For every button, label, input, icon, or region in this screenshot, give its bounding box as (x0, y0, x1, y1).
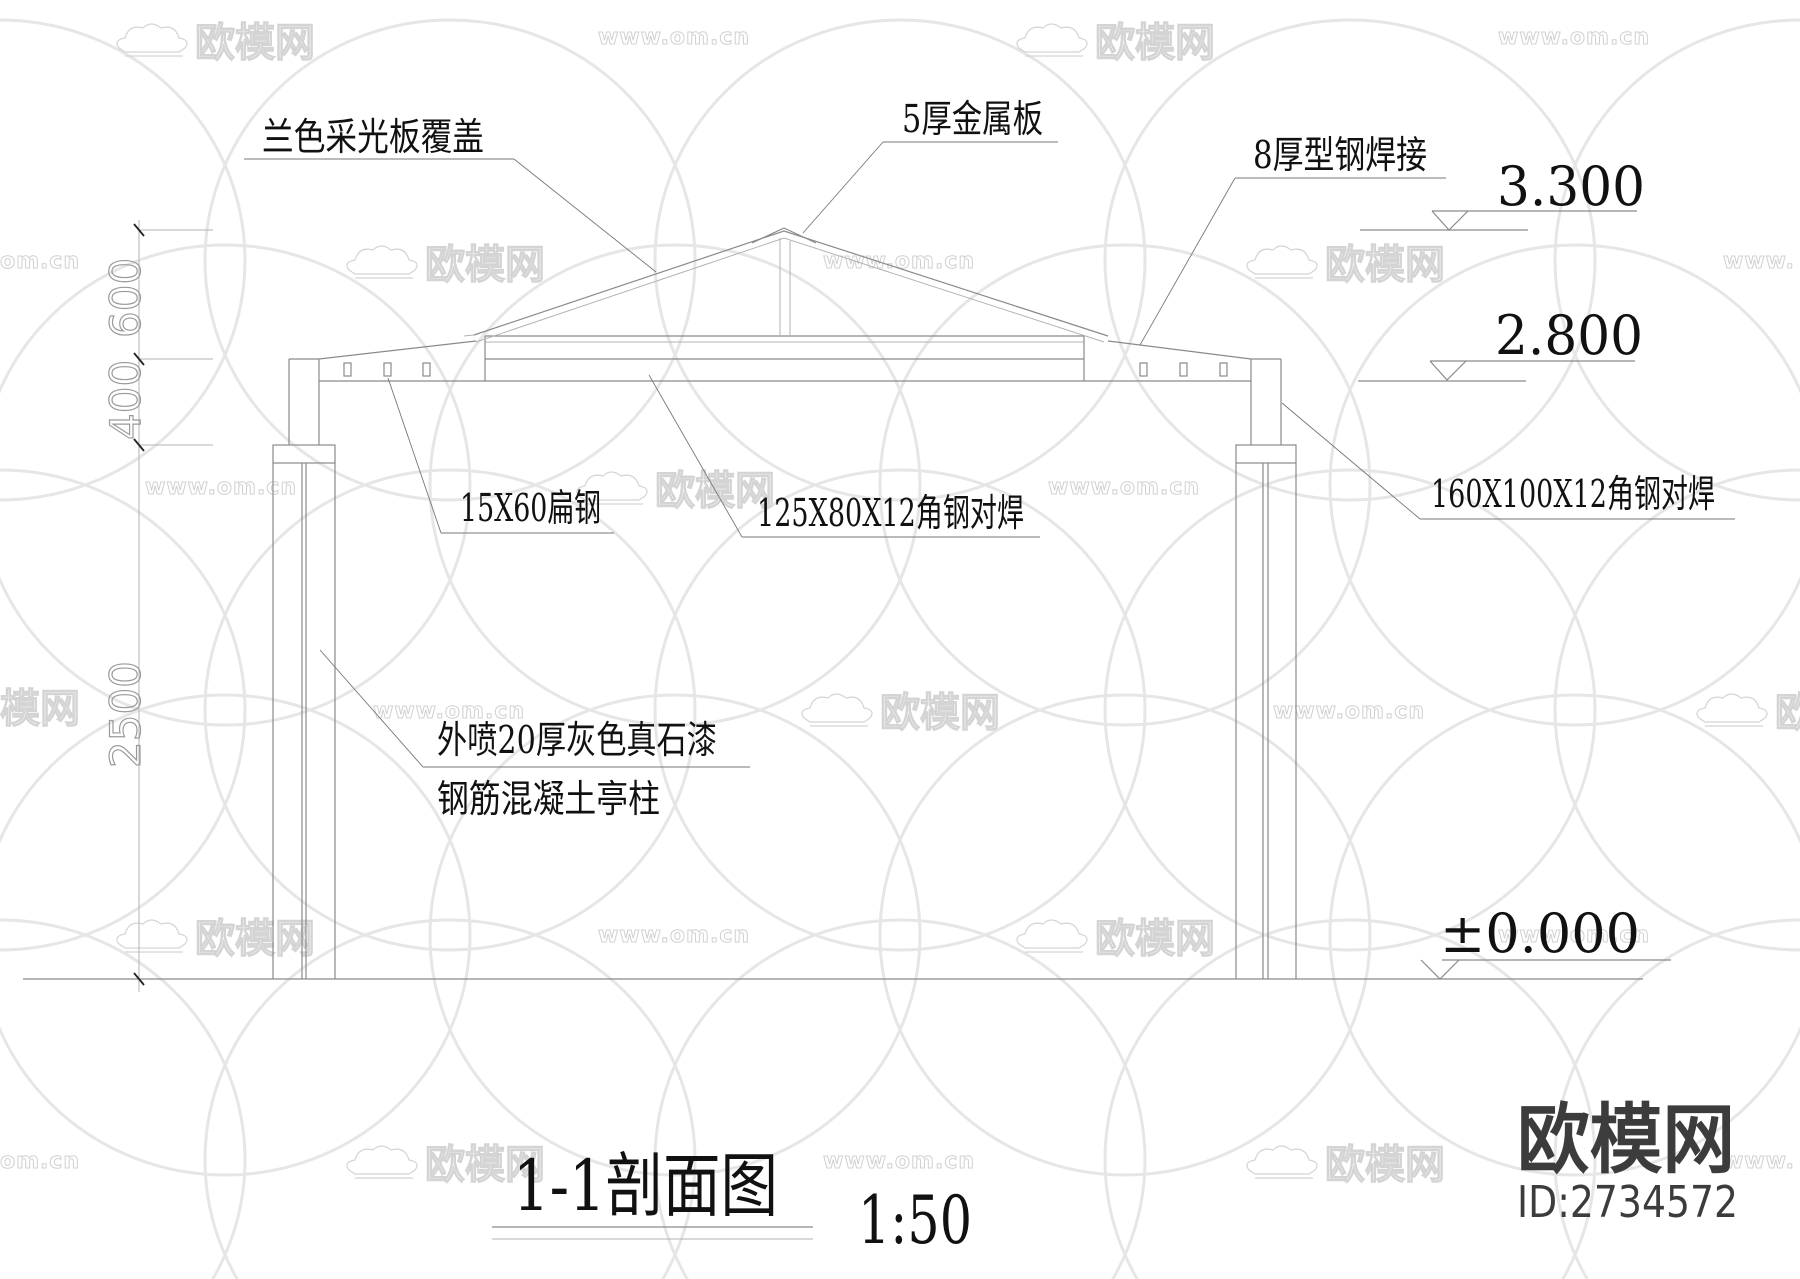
sofa-icon (116, 23, 188, 57)
watermark-logo: 欧模网 (1696, 689, 1800, 737)
label-column-finish: 外喷20厚灰色真石漆 (437, 718, 717, 762)
watermark-logo: 欧模网 (346, 241, 546, 289)
sofa-icon (1246, 1145, 1318, 1179)
annotation-leaders (244, 141, 1735, 768)
svg-text:±0.000: ±0.000 (1440, 902, 1640, 965)
svg-text:欧模网: 欧模网 (880, 690, 1000, 736)
watermark-url: om.cn (0, 249, 80, 274)
watermark-url: www.om.cn (1498, 923, 1650, 948)
left-column (272, 358, 336, 979)
watermark-logo: 欧模网 (1016, 19, 1216, 67)
svg-text:欧模网: 欧模网 (1095, 20, 1215, 66)
watermark-url: www.om.cn (598, 923, 750, 948)
svg-text:欧模网: 欧模网 (425, 242, 545, 288)
drawing-title-block: 1-1剖面图 1:50 (492, 1145, 972, 1259)
watermark-logo: 欧模网 (116, 915, 316, 963)
watermark-url: www.om.cn (598, 25, 750, 50)
watermark-logo: 欧模网 (801, 689, 1001, 737)
sofa-icon (1016, 23, 1088, 57)
elevation-eave: 2.800 (1358, 304, 1643, 382)
steel-beam (318, 335, 1252, 382)
watermark-layer: 欧模网 www.om.cn 欧模网 www.om.cn om.cn 欧模网 ww… (0, 19, 1800, 1189)
sofa-icon (1016, 919, 1088, 953)
drawing-title: 1-1剖面图 (513, 1145, 778, 1227)
dimension-chain: 600 400 2500 (100, 220, 213, 992)
sofa-icon (801, 693, 873, 727)
label-roof-cover: 兰色采光板覆盖 (262, 115, 484, 159)
stamp-id: ID:2734572 (1517, 1177, 1738, 1228)
svg-text:欧模网: 欧模网 (195, 20, 315, 66)
watermark-url: www.om.cn (373, 699, 525, 724)
watermark-url: www.om.cn (1048, 475, 1200, 500)
label-steel-weld: 8厚型钢焊接 (1253, 133, 1427, 177)
gable-roof (463, 227, 1109, 343)
dimension-roof-height: 600 (101, 258, 150, 338)
watermark-url: www.om.cn (823, 1149, 975, 1174)
watermark-logo: 欧模网 (1246, 241, 1446, 289)
elevation-markers: 3.300 2.800 ±0.000 (1358, 155, 1671, 980)
svg-text:2.800: 2.800 (1495, 304, 1643, 367)
svg-text:欧模网: 欧模网 (1775, 690, 1800, 736)
watermark-url: www.om.cn (145, 475, 297, 500)
watermark-logo: 欧模网 (346, 1141, 546, 1189)
svg-text:欧模网: 欧模网 (1325, 242, 1445, 288)
svg-text:欧模网: 欧模网 (655, 468, 775, 514)
dimension-column-height: 2500 (101, 661, 150, 768)
watermark-brand: 模网 (0, 686, 80, 732)
svg-text:3.300: 3.300 (1497, 155, 1645, 218)
svg-text:欧模网: 欧模网 (425, 1142, 545, 1188)
label-column-material: 钢筋混凝土亭柱 (437, 777, 660, 821)
svg-text:欧模网: 欧模网 (1095, 916, 1215, 962)
watermark-url: www. (1723, 1149, 1795, 1174)
sofa-icon (1246, 245, 1318, 279)
watermark-url: www. (1723, 249, 1795, 274)
label-flat-steel: 15X60扁钢 (460, 486, 601, 530)
dimension-beam-height: 400 (101, 360, 150, 440)
label-angle-steel-beam: 125X80X12角钢对焊 (757, 491, 1024, 535)
elevation-top: 3.300 (1360, 155, 1645, 231)
right-column (1235, 358, 1297, 979)
annotation-labels: 兰色采光板覆盖 5厚金属板 8厚型钢焊接 15X60扁钢 125X80X12角钢… (262, 97, 1715, 821)
watermark-url: www.om.cn (823, 249, 975, 274)
label-angle-steel-column: 160X100X12角钢对焊 (1431, 472, 1715, 516)
svg-text:欧模网: 欧模网 (1325, 1142, 1445, 1188)
watermark-url: om.cn (0, 1149, 80, 1174)
pavilion-structure (23, 227, 1643, 980)
flat-steel-plates (343, 362, 1228, 377)
sofa-icon (346, 245, 418, 279)
sofa-icon (576, 471, 648, 505)
drawing-scale: 1:50 (858, 1182, 972, 1259)
watermark-logo: 欧模网 (1246, 1141, 1446, 1189)
watermark-arcs (0, 18, 1800, 1279)
watermark-url: www.om.cn (1498, 25, 1650, 50)
source-stamp: 欧模网 ID:2734572 (1517, 1095, 1738, 1228)
sofa-icon (116, 919, 188, 953)
watermark-logo: 欧模网 (116, 19, 316, 67)
sofa-icon (346, 1145, 418, 1179)
watermark-url: www.om.cn (1273, 699, 1425, 724)
svg-text:欧模网: 欧模网 (195, 916, 315, 962)
watermark-logo: 欧模网 (576, 467, 776, 515)
watermark-logo: 欧模网 (1016, 915, 1216, 963)
elevation-ground: ±0.000 (1420, 902, 1671, 980)
stamp-brand: 欧模网 (1517, 1095, 1735, 1184)
label-metal-plate: 5厚金属板 (902, 97, 1043, 141)
sofa-icon (1696, 693, 1768, 727)
